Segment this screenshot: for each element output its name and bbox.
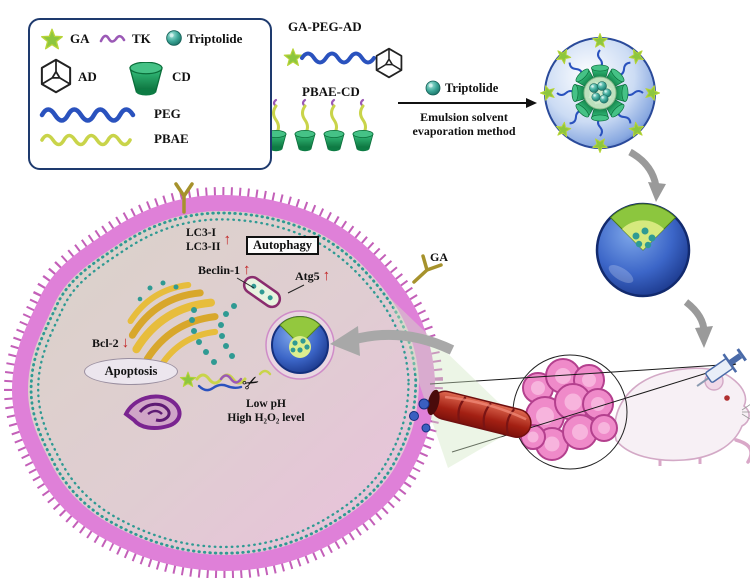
bcl2-label-group: Bcl-2↓ [92, 336, 129, 351]
atg5-up-arrow: ↑ [322, 268, 331, 284]
cyclodextrin-cone-icon [129, 62, 163, 96]
mouse-tail [734, 438, 750, 464]
magnification-lines [429, 363, 737, 453]
lc3-up-arrow: ↑ [223, 232, 232, 249]
reaction-arrow [398, 98, 537, 108]
ga-receptor-top [174, 182, 194, 214]
atg5-pointer-line [287, 284, 305, 294]
nucleus [123, 394, 182, 430]
legend-label-ad: AD [78, 69, 97, 84]
beclin1-label-group: Beclin-1↑ [198, 263, 251, 278]
legend-box: GA TK Triptolide AD CD PEG PBAE [28, 18, 272, 170]
ga-receptor-right [412, 254, 443, 284]
mouse-eye [724, 395, 730, 401]
cancer-cell: ✂ [3, 182, 444, 578]
legend-label-peg: PEG [154, 106, 181, 121]
inner-membrane-dots [29, 211, 418, 555]
syringe [696, 348, 747, 387]
tk-linker-icon [99, 34, 126, 43]
legend-label-triptolide: Triptolide [187, 31, 243, 46]
pbae-cd-conjugate [265, 98, 374, 152]
triptolide-sphere-icon [166, 30, 182, 46]
autophagy-box: Autophagy [246, 236, 320, 255]
polymer-chain-cleaved [179, 369, 272, 392]
nanoparticle-cutaway [595, 202, 691, 298]
ga-star-icon [41, 28, 63, 50]
atg5-label-group: Atg5↑ [295, 269, 330, 284]
triptolide-release-trail [189, 303, 237, 365]
ga-peg-ad-conjugate [283, 47, 403, 79]
legend-label-tk: TK [132, 31, 151, 46]
ga-receptor-label: GA [430, 250, 448, 264]
pbae-wave-icon [40, 133, 132, 147]
adamantane-icon [40, 58, 72, 94]
lc3-ii-label: LC3-II [186, 240, 221, 253]
tumor-cluster [520, 358, 618, 461]
method-label: Emulsion solvent evaporation method [412, 110, 516, 139]
bcl2-label: Bcl-2 [92, 336, 119, 351]
cell-membrane [11, 194, 436, 572]
h2o2-label: High H₂O₂ level [227, 411, 305, 424]
beclin1-up-arrow: ↑ [243, 262, 251, 278]
bcl2-down-arrow: ↓ [121, 335, 130, 351]
cellular-uptake-arrow [330, 326, 455, 356]
autophagosome-capsule [242, 275, 282, 309]
legend-label-cd: CD [172, 69, 191, 84]
low-ph-label: Low pH [246, 398, 286, 410]
nanoparticle-assembled [539, 32, 661, 154]
atg5-label: Atg5 [295, 269, 320, 284]
blood-vessel [427, 389, 532, 438]
legend-label-ga: GA [70, 31, 90, 46]
step-arrow-2 [683, 299, 713, 348]
conjugate2-label: PBAE-CD [302, 84, 360, 99]
apoptosis-oval: Apoptosis [84, 358, 178, 385]
triptolide-sphere-top [425, 80, 441, 96]
triptolide-top-label: Triptolide [445, 81, 499, 95]
lc3-i-label: LC3-I [186, 227, 217, 239]
beclin-pointer-line [236, 277, 255, 289]
mouse [614, 367, 750, 466]
conjugate1-label: GA-PEG-AD [288, 19, 362, 34]
golgi-apparatus [127, 282, 219, 369]
step-arrow-1 [628, 148, 666, 202]
circulating-nanoparticles [409, 398, 431, 433]
triptolide-dots-golgi [137, 280, 179, 302]
beclin1-label: Beclin-1 [198, 263, 240, 278]
endosome-nanoparticle [265, 310, 335, 380]
lc3-label-group: LC3-I LC3-II ↑ [186, 227, 231, 255]
legend-label-pbae: PBAE [154, 131, 189, 146]
peg-wave-icon [39, 107, 136, 123]
microenvironment-label: Low pH High H₂O₂ level [210, 398, 322, 426]
